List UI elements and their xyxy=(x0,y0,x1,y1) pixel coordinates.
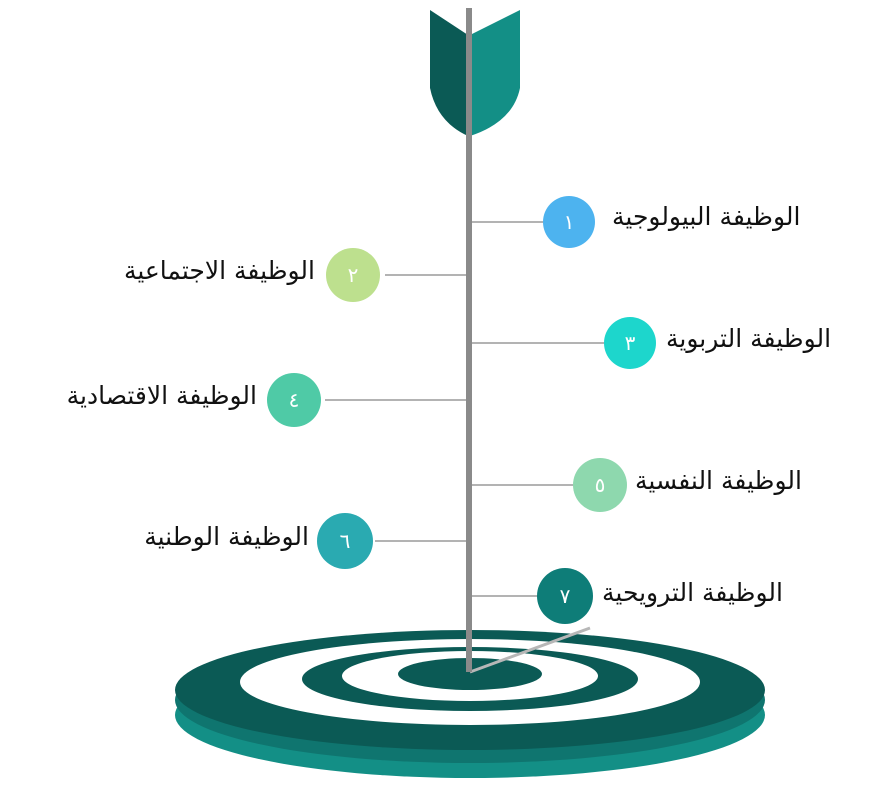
badge-3: ٣ xyxy=(604,317,656,369)
function-label-2: الوظيفة الاجتماعية xyxy=(123,256,315,285)
arrow-shaft xyxy=(466,8,472,672)
function-label-3: الوظيفة التربوية xyxy=(666,324,832,353)
badge-7-number: ٧ xyxy=(560,584,571,608)
badge-4-number: ٤ xyxy=(289,388,300,412)
badge-2-number: ٢ xyxy=(348,263,359,287)
badge-1-number: ١ xyxy=(564,210,575,234)
function-label-1: الوظيفة البيولوجية xyxy=(612,202,801,231)
function-label-5: الوظيفة النفسية xyxy=(635,466,802,495)
badge-5-circle xyxy=(573,458,627,512)
target-shine-line xyxy=(469,626,591,674)
badge-4: ٤ xyxy=(267,373,321,427)
function-label-6: الوظيفة الوطنية xyxy=(144,522,309,551)
badge-6-circle xyxy=(317,513,373,569)
function-label-7: الوظيفة الترويحية xyxy=(602,578,783,607)
badge-3-number: ٣ xyxy=(625,331,636,355)
target-board xyxy=(175,626,765,778)
arrow-fletching-left xyxy=(430,10,468,136)
badge-5: ٥ xyxy=(573,458,627,512)
badge-1: ١ xyxy=(543,196,595,248)
badge-6: ٦ xyxy=(317,513,373,569)
connector-lines xyxy=(325,221,605,597)
badge-2-circle xyxy=(326,248,380,302)
target-bullseye xyxy=(398,658,542,690)
badge-2: ٢ xyxy=(326,248,380,302)
badge-1-circle xyxy=(543,196,595,248)
arrow-fletching xyxy=(430,10,520,136)
badge-4-circle xyxy=(267,373,321,427)
badge-6-number: ٦ xyxy=(340,529,351,553)
badge-5-number: ٥ xyxy=(595,473,606,497)
badge-3-circle xyxy=(604,317,656,369)
function-label-4: الوظيفة الاقتصادية xyxy=(66,381,257,410)
badge-7: ٧ xyxy=(537,568,593,624)
arrow-fletching-right xyxy=(470,10,520,136)
badge-7-circle xyxy=(537,568,593,624)
